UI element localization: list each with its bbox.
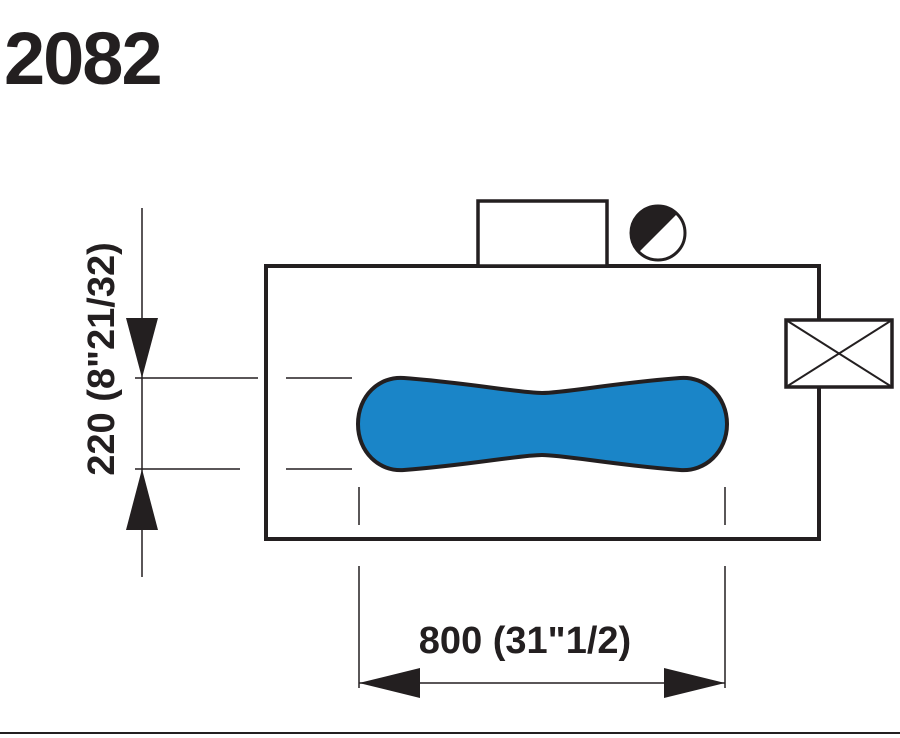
width-arrow-left — [359, 668, 420, 698]
junction-box-icon — [784, 318, 894, 389]
height-extension-lines — [135, 377, 352, 470]
model-number: 2082 — [4, 17, 163, 100]
height-arrow-up — [126, 469, 158, 530]
width-arrow-right — [664, 668, 725, 698]
indicator-icon — [629, 204, 687, 262]
height-arrow-down — [126, 318, 158, 378]
height-label: 220 (8"21/32) — [81, 242, 123, 476]
width-extension-lines — [358, 487, 726, 688]
bottom-rule — [0, 732, 900, 734]
basin-shape — [355, 375, 730, 473]
width-label: 800 (31"1/2) — [419, 620, 631, 662]
control-panel-box — [476, 199, 609, 268]
